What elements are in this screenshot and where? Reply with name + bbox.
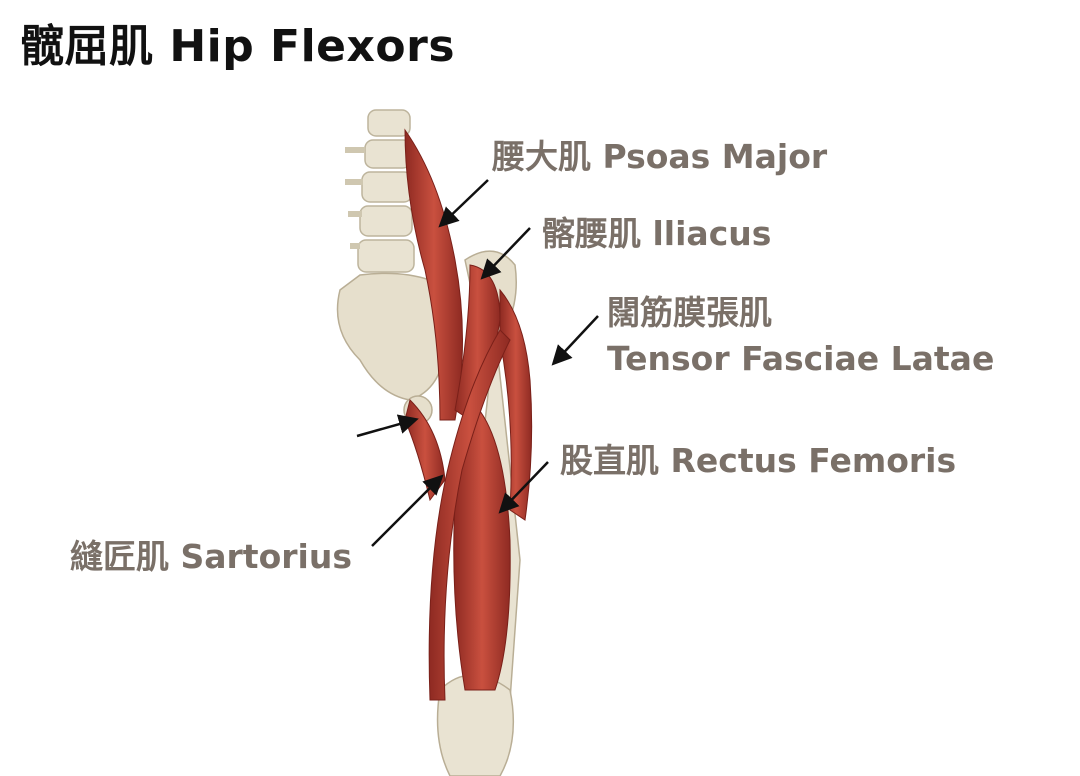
sartorius-muscle: [428, 329, 511, 701]
spine: [345, 109, 415, 273]
page-title: 髋屈肌 Hip Flexors: [20, 21, 456, 72]
tfl-muscle: [499, 288, 533, 521]
label-sartorius: 縫匠肌 Sartorius: [70, 537, 352, 576]
label-tfl-cn: 闊筋膜張肌: [607, 293, 772, 332]
label-psoas-major: 腰大肌 Psoas Major: [492, 137, 828, 176]
arrow-iliacus: [480, 227, 531, 280]
pointer-arrows: [356, 179, 599, 547]
muscles: [404, 128, 533, 701]
label-rectus-femoris: 股直肌 Rectus Femoris: [560, 441, 957, 480]
arrow-unlabeled: [356, 414, 419, 438]
label-tfl-en: Tensor Fasciae Latae: [607, 339, 995, 378]
arrow-rectus: [498, 461, 549, 514]
arrow-psoas: [438, 179, 489, 228]
label-iliacus: 髂腰肌 lliacus: [542, 214, 772, 253]
arrow-sartorius: [371, 474, 444, 547]
arrow-tfl: [551, 315, 599, 366]
